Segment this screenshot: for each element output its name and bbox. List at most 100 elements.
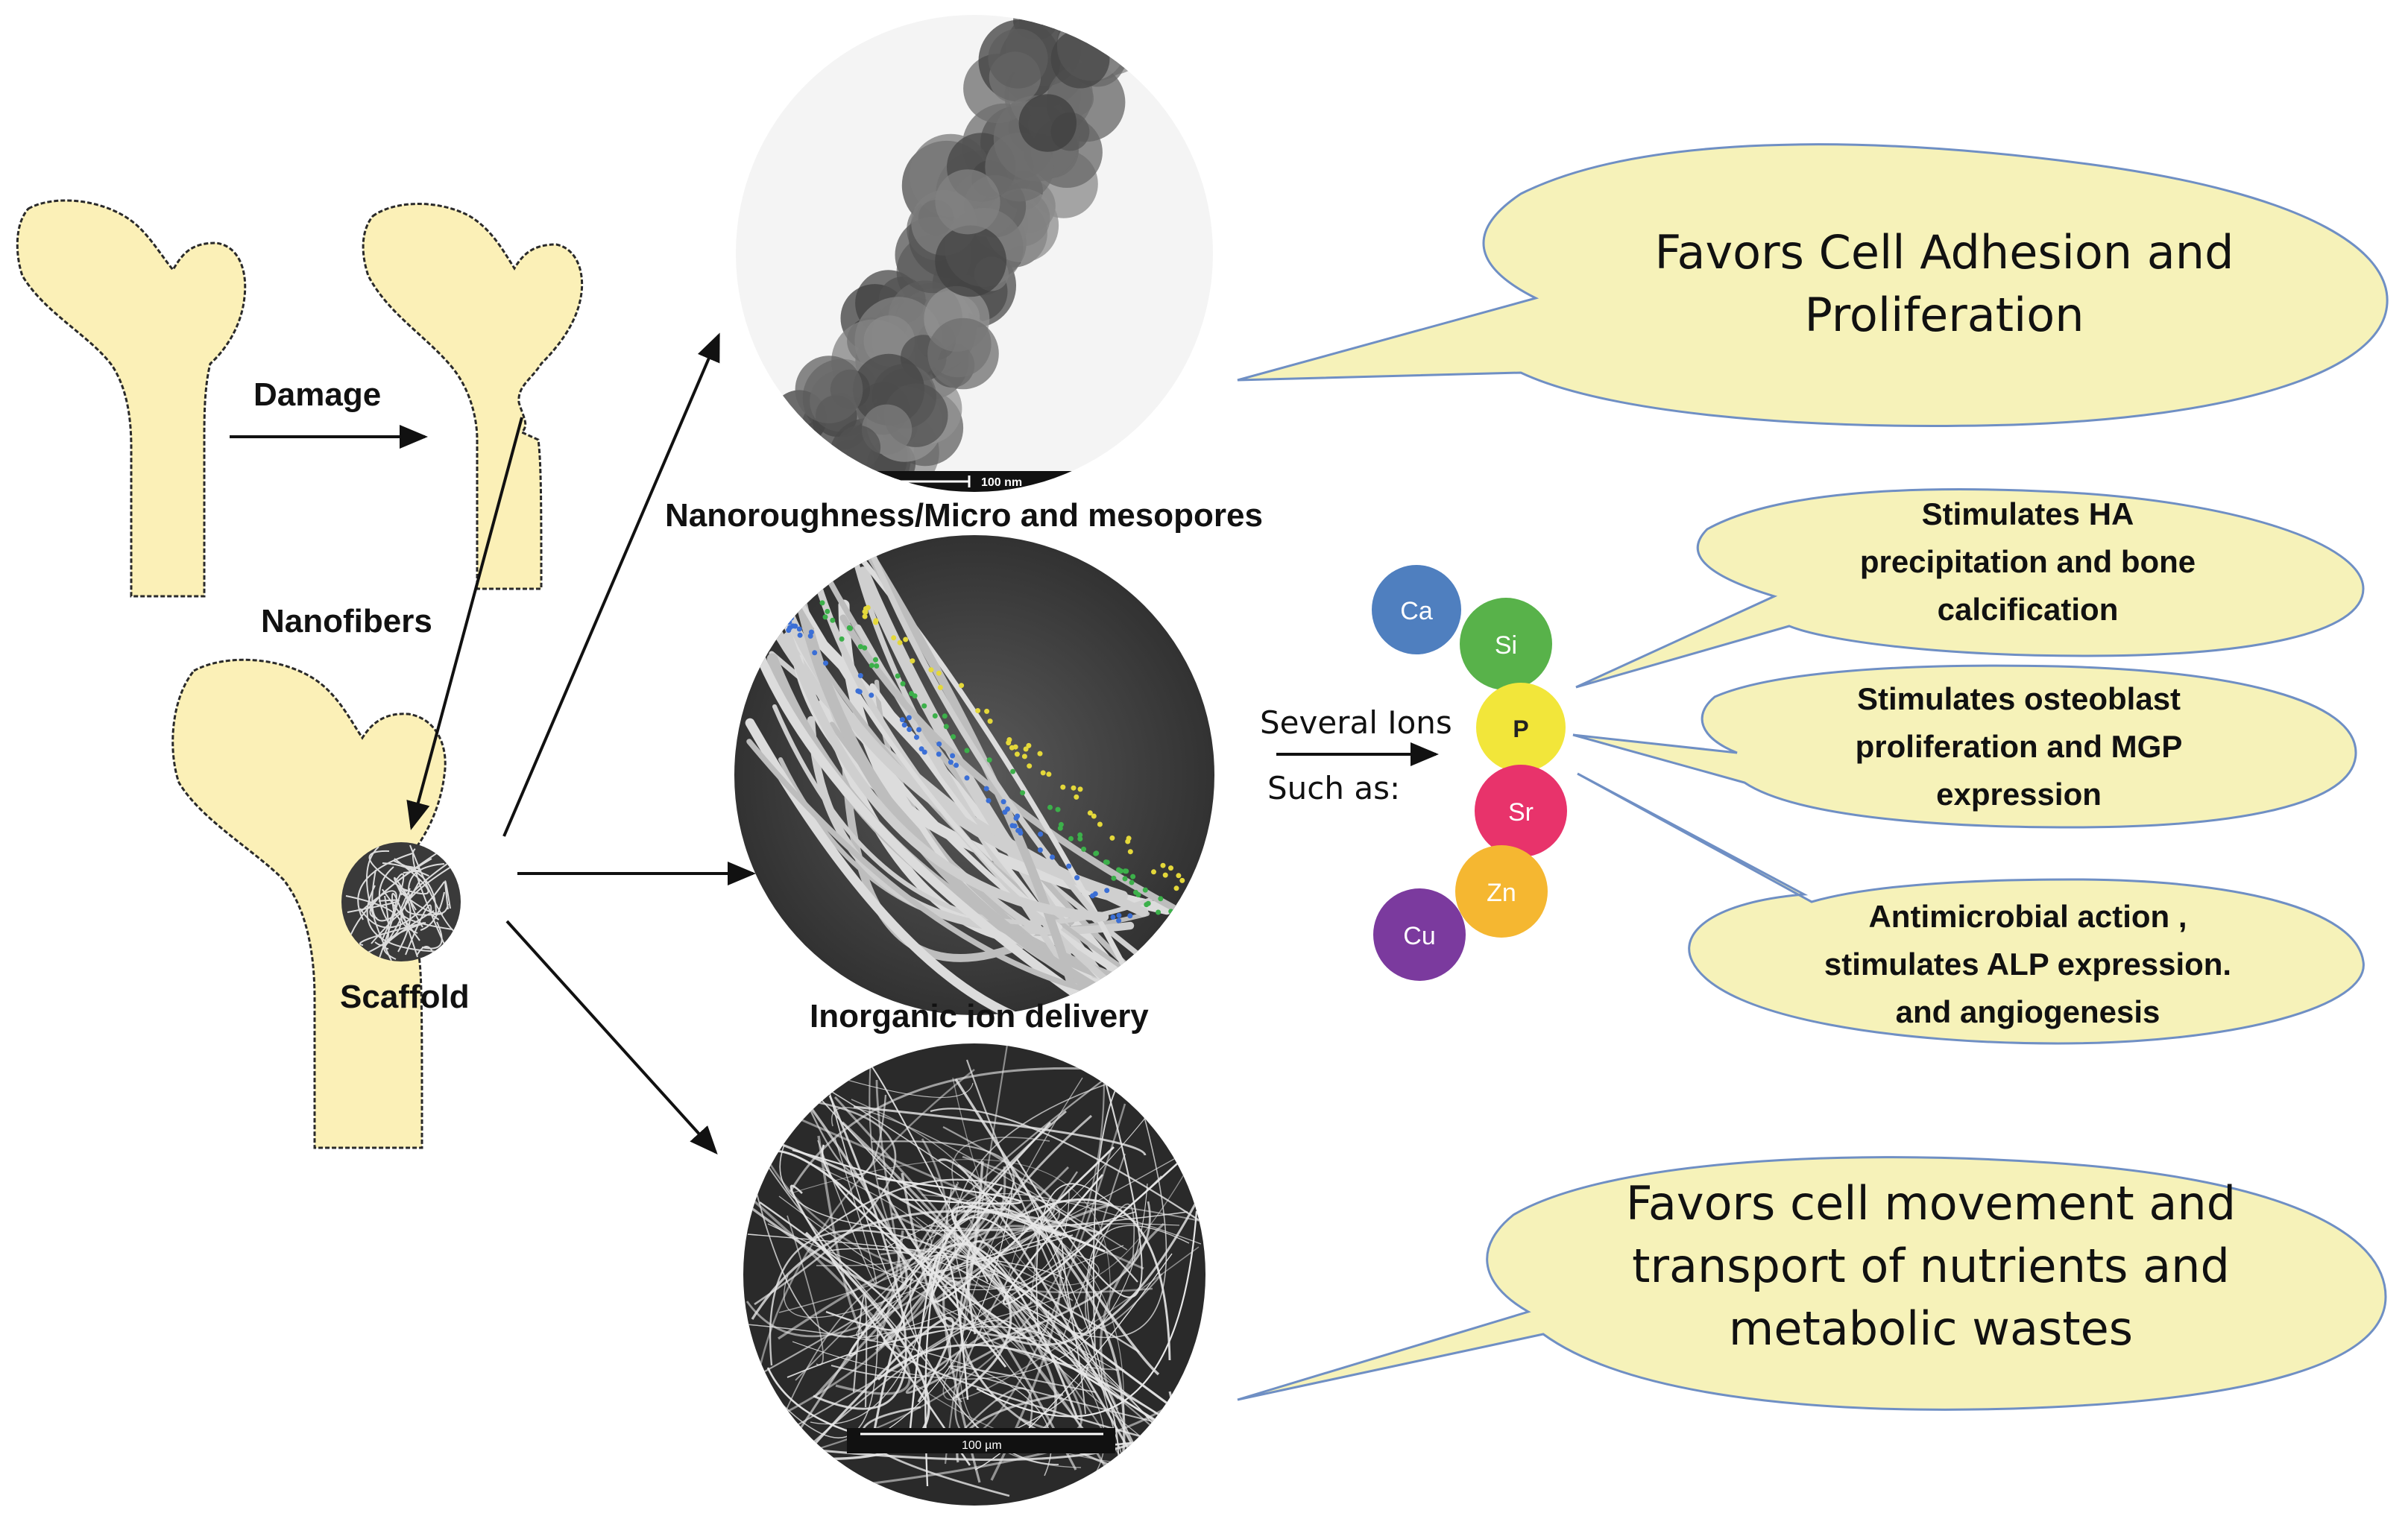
ion-dot <box>865 604 871 610</box>
scaffold-fiber <box>374 895 390 947</box>
ion-dot <box>1211 912 1214 917</box>
ion-dot <box>1116 912 1122 918</box>
ion-dot <box>1014 751 1020 757</box>
ion-dot <box>1068 836 1074 841</box>
fiber-strand <box>785 540 1110 999</box>
nanoroughness-label: Nanoroughness/Micro and mesopores <box>665 497 1263 534</box>
scaffold-fiber <box>405 904 432 956</box>
ion-dot <box>1000 799 1006 805</box>
fiber-strand <box>839 614 1177 912</box>
ion-dot <box>1122 876 1128 882</box>
ion-dot <box>1060 784 1066 790</box>
mesh-fiber <box>792 1149 1062 1237</box>
arrow-to-top-image <box>502 332 720 837</box>
ion-dot <box>932 713 938 718</box>
svg-text:stimulates ALP expression.: stimulates ALP expression. <box>1824 947 2231 982</box>
ion-dot <box>825 608 830 614</box>
ion-dot <box>869 692 874 698</box>
nanofibers-label: Nanofibers <box>261 603 432 639</box>
ion-dot <box>943 724 949 730</box>
ion-dot <box>907 727 913 733</box>
ion-dot <box>959 683 965 689</box>
damage-label: Damage <box>253 376 381 413</box>
scaffold-fiber <box>397 888 412 953</box>
top-scale-bar-label: 100 nm <box>981 476 1022 489</box>
healthy-femur <box>16 199 247 598</box>
scaffold-fiber <box>444 880 451 910</box>
scaffold-fiber <box>420 891 445 931</box>
mesh-fiber <box>1085 1153 1163 1330</box>
tem-particle <box>1050 29 1110 89</box>
ion-list: Ca Si P Sr Zn Cu <box>1372 565 1567 981</box>
mesh-fiber <box>976 1210 1198 1418</box>
ion-p: P <box>1476 683 1566 772</box>
ion-dot <box>1168 865 1173 871</box>
tem-particle <box>935 225 1006 297</box>
mesh-fiber <box>783 1317 954 1479</box>
top-scale-bar-background <box>835 471 1118 492</box>
ion-dot <box>1050 854 1055 860</box>
ion-delivery-label: Inorganic ion delivery <box>810 998 1149 1035</box>
mesh-fiber <box>907 1232 1119 1400</box>
mesh-fiber <box>1016 1109 1153 1248</box>
fiber-strand <box>783 631 1109 922</box>
mesh-fiber <box>877 1344 1167 1421</box>
bottom-scale-bar-background <box>847 1428 1115 1453</box>
svg-text:proliferation and MGP: proliferation and MGP <box>1856 729 2183 764</box>
ion-dot <box>1104 888 1110 894</box>
scaffold-fiber <box>432 915 439 920</box>
ion-dot <box>936 751 942 757</box>
ion-ca: Ca <box>1372 565 1461 654</box>
ion-dot <box>1201 897 1206 903</box>
scaffold-fiber <box>391 892 418 958</box>
bubble-cell-adhesion: Favors Cell Adhesion and Proliferation <box>1237 143 2389 427</box>
mesh-fiber <box>983 1306 1089 1444</box>
mesh-fiber <box>779 1144 1188 1231</box>
ion-dot <box>1013 815 1019 821</box>
ion-dot <box>808 629 814 635</box>
ion-dot <box>903 637 909 642</box>
ion-dot <box>1176 873 1182 879</box>
svg-text:Si: Si <box>1495 631 1517 660</box>
ion-dot <box>1127 849 1133 855</box>
ion-dot <box>857 689 863 695</box>
ion-dot <box>792 623 798 629</box>
mesh-fiber <box>748 1140 1015 1381</box>
ion-dot <box>1179 877 1185 883</box>
ion-dot <box>1012 744 1018 750</box>
ion-dot <box>906 715 912 721</box>
tem-particle <box>1113 15 1159 36</box>
ion-dot <box>1081 846 1087 852</box>
ion-dot <box>912 693 918 699</box>
ion-dot <box>1020 790 1026 796</box>
ion-dot <box>862 613 868 619</box>
ion-dot <box>1151 869 1156 875</box>
ion-dot <box>900 680 906 686</box>
ion-dot <box>1021 754 1027 759</box>
ion-dot <box>1071 785 1077 791</box>
damaged-femur <box>362 203 584 590</box>
mesh-fiber <box>744 1108 908 1292</box>
ion-dot <box>1009 823 1015 829</box>
ion-dot <box>918 746 924 752</box>
ion-dot <box>895 673 901 679</box>
svg-text:Antimicrobial action ,: Antimicrobial action , <box>1868 899 2187 934</box>
ion-dot <box>983 786 989 792</box>
scaffold-fiber <box>403 865 420 874</box>
ion-dot <box>1074 794 1079 800</box>
ion-dot <box>936 670 942 676</box>
ion-dot <box>951 734 956 739</box>
ion-dot <box>954 762 959 768</box>
ion-dot <box>1110 915 1116 920</box>
ion-dot <box>848 625 853 631</box>
ion-dot <box>1116 917 1122 923</box>
ion-dot <box>1038 831 1044 837</box>
ion-dot <box>1158 896 1164 902</box>
ion-dot <box>862 645 868 651</box>
ion-dot <box>1057 825 1063 831</box>
scaffold-fiber <box>398 879 421 915</box>
ion-dot <box>1077 836 1083 841</box>
ion-dot <box>1127 913 1133 919</box>
svg-text:precipitation and bone: precipitation and bone <box>1860 544 2196 579</box>
